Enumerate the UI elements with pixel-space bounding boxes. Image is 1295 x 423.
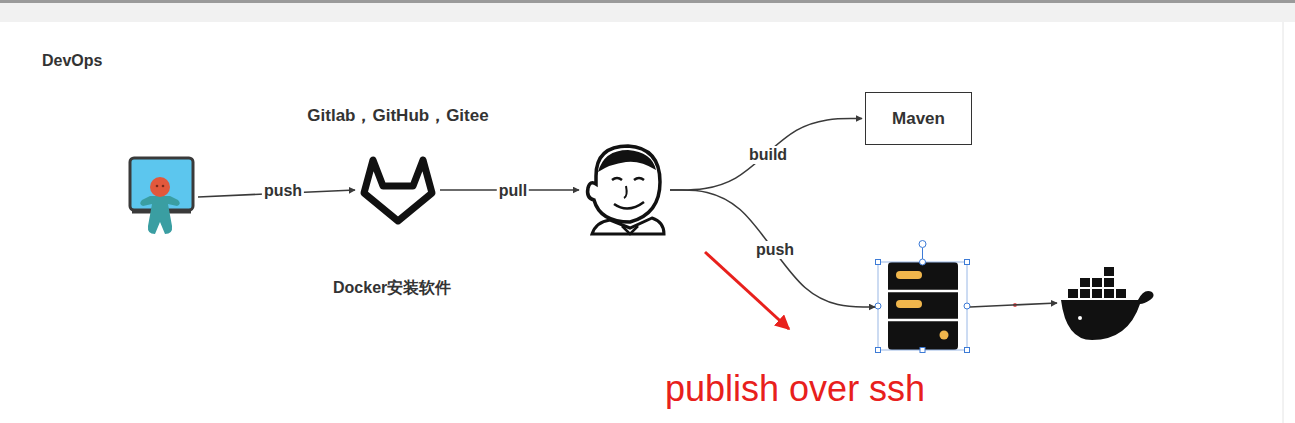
server-node (878, 262, 968, 352)
flow-arrow (670, 190, 875, 307)
jenkins-icon (588, 146, 664, 234)
flow-arrow (670, 119, 862, 191)
edge-label: pull (497, 182, 529, 200)
developer-icon (130, 158, 193, 234)
top-edge (0, 0, 1295, 3)
page-edge (1283, 22, 1284, 423)
annotation-arrow (705, 252, 789, 329)
jenkins-node (582, 143, 668, 237)
edge-label: push (262, 182, 304, 200)
note-text: Docker安装软件 (333, 278, 451, 299)
edge-label: push (754, 241, 796, 259)
developer-node (128, 156, 196, 238)
node-heading: Gitlab，GitHub，Gitee (307, 104, 488, 127)
edge-label: build (747, 146, 789, 164)
docker-icon (1061, 267, 1154, 340)
server-icon (888, 262, 958, 350)
flow-arrow (970, 303, 1057, 307)
maven-box: Maven (865, 92, 972, 145)
selection-handles (875, 241, 970, 353)
gitlab-icon (364, 160, 432, 221)
top-band (0, 0, 1295, 22)
box-label: Maven (892, 109, 945, 129)
repository-node: Gitlab，GitHub，Gitee (358, 152, 438, 228)
diagram-title: DevOps (42, 52, 102, 70)
annotation-text: publish over ssh (665, 368, 925, 410)
docker-node (1060, 264, 1156, 342)
